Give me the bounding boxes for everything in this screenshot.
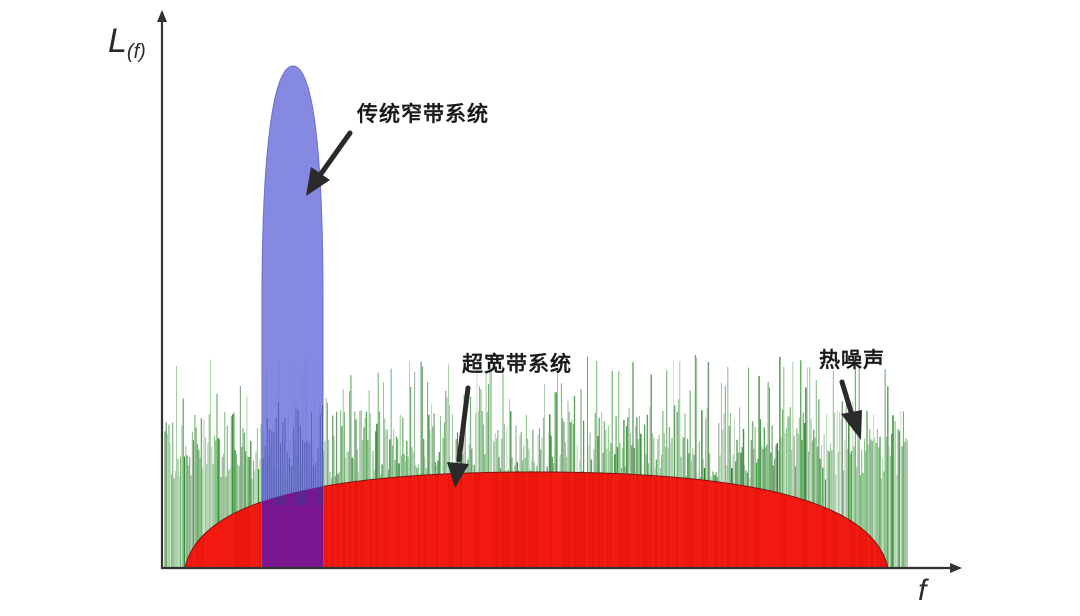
label-uwb: 超宽带系统	[462, 352, 572, 376]
label-thermal-noise: 热噪声	[819, 348, 885, 372]
arrow-narrowband	[306, 130, 353, 196]
arrow-thermal-noise	[839, 379, 862, 440]
y-axis-label: L(f)	[108, 22, 146, 63]
label-narrowband: 传统窄带系统	[357, 102, 489, 126]
narrowband-noise-overlay	[262, 402, 323, 505]
arrow-uwb	[447, 385, 471, 488]
x-axis-label: f	[918, 574, 927, 607]
